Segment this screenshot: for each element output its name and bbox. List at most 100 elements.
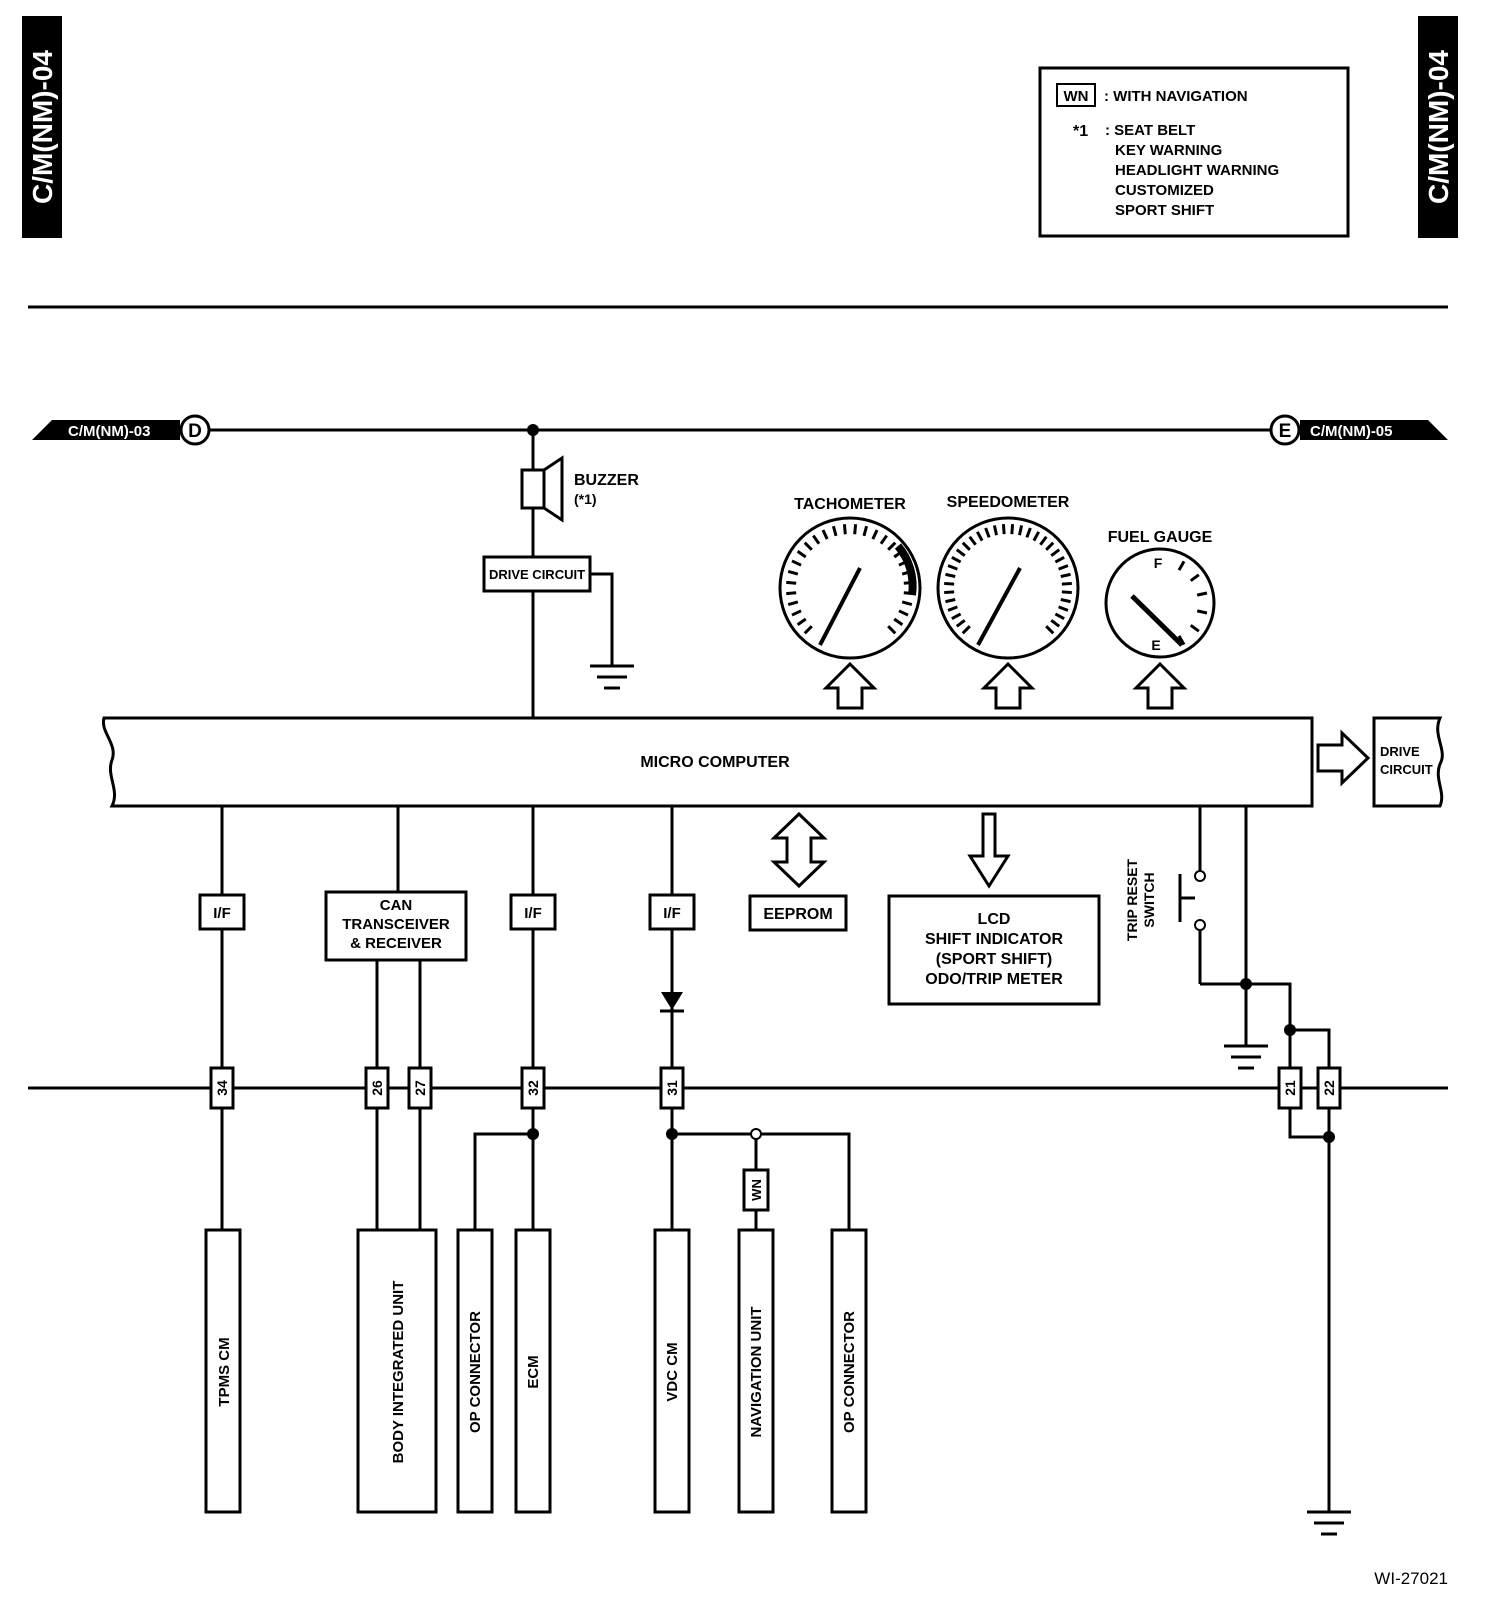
gauge-tick [944,590,955,595]
if-box-tpms [198,893,246,931]
page-code-right: C/M(NM)-04 [1423,50,1454,204]
micro-computer-label: MICRO COMPUTER [640,754,790,771]
buzzer-icon [520,455,564,523]
ref-left-code: C/M(NM)-03 [68,423,151,440]
legend-line-1: KEY WARNING [1115,142,1222,159]
fuel-full-label: F [1154,555,1163,571]
junction-gnd-b [1284,1024,1296,1036]
speed-arrow [980,661,1036,710]
unit-ecm-label: ECM [525,1355,542,1388]
gauge-tick [1177,560,1186,571]
gauge-tick [787,600,799,607]
gauge-tick [1054,556,1065,564]
lcd-line-0: LCD [978,911,1011,928]
lcd-line-2: (SPORT SHIFT) [936,951,1052,968]
gauge-tick [1058,564,1069,571]
legend-wn-tag: WN [1064,88,1089,105]
can-line-0: CAN [380,897,413,914]
tach-arrow [822,661,878,710]
trip-reset-line-0: TRIP RESET [1124,858,1140,941]
wn-marker-box [742,1168,770,1212]
junction-gnd-c [1323,1131,1335,1143]
unit-ecm-box [514,1228,552,1514]
gauge-tick [831,525,838,537]
gauge-tick [898,609,909,617]
fuel-gauge: FUEL GAUGE F E [1104,529,1216,659]
unit-vdc-label: VDC CM [664,1342,681,1401]
pin-body-a [364,1066,390,1110]
gauge-tick [1060,572,1071,578]
gauge-tick [955,619,966,628]
pin-tpms [209,1066,235,1110]
can-line-1: TRANSCEIVER [342,916,450,933]
pin-gnd-a-label: 21 [1282,1080,1298,1096]
gauge-tick [968,535,977,546]
gauge-tick [1045,541,1055,551]
gauge-tick [1039,535,1048,546]
drive-circuit-right-line-0: DRIVE [1380,744,1420,759]
page-code-left: C/M(NM)-04 [27,50,58,204]
gauge-tick [803,541,813,551]
ref-right: E C/M(NM)-05 [1269,414,1448,446]
page-tab-left: C/M(NM)-04 [22,16,62,238]
pin-body-b-label: 27 [412,1080,428,1096]
if-label-ecm: I/F [524,905,542,922]
unit-op1-box [456,1228,494,1514]
gauge-tick [1050,619,1061,628]
tachometer-gauge: TACHOMETER [778,496,922,660]
gauge-tick [812,534,821,545]
can-line-2: & RECEIVER [350,935,442,952]
gauge-tick [984,527,991,538]
fuel-gauge-label: FUEL GAUGE [1108,529,1213,546]
legend-star-tag: *1 [1073,123,1088,140]
can-box [324,890,468,962]
gauge-tick [945,572,956,578]
ground-icon [590,664,634,690]
ground-icon [1307,1510,1351,1536]
pin-gnd-b-label: 22 [1321,1080,1337,1096]
unit-body-label: BODY INTEGRATED UNIT [390,1281,407,1464]
gauge-tick [1018,525,1024,536]
junction-nav-open [750,1128,762,1140]
gauge-tick [791,559,802,567]
gauge-tick [1189,573,1200,582]
legend-box: WN : WITH NAVIGATION *1 : SEAT BELT KEY … [1038,66,1350,238]
gauge-tick [786,591,797,596]
gauge-tick [1196,591,1208,597]
ref-right-code: C/M(NM)-05 [1310,423,1393,440]
legend-line-0: : SEAT BELT [1105,122,1195,139]
drive-out-arrow [1316,729,1371,787]
pin-tpms-label: 34 [214,1080,230,1096]
gauge-tick [947,605,958,612]
lcd-line-3: ODO/TRIP METER [925,971,1063,988]
buzzer-label: BUZZER [574,472,639,489]
gauge-tick [951,612,962,620]
wn-marker-label: WN [749,1179,764,1201]
unit-nav-label: NAVIGATION UNIT [748,1306,765,1437]
pin-vdc-label: 31 [664,1080,680,1096]
unit-tpms-box [204,1228,242,1514]
unit-tpms-label: TPMS CM [216,1337,233,1406]
gauge-tick [1001,524,1006,535]
gauge-tick [947,564,958,571]
fuel-empty-label: E [1151,637,1160,653]
junction-vdc [666,1128,678,1140]
pin-ecm-label: 32 [525,1080,541,1096]
junction-ecm [527,1128,539,1140]
legend-line-4: SPORT SHIFT [1115,202,1214,219]
gauge-tick [796,617,807,626]
gauge-tick [1189,624,1200,633]
gauge-tick [1054,612,1065,620]
figure-id: WI-27021 [1374,1569,1448,1588]
gauge-tick [944,581,955,586]
tachometer-label: TACHOMETER [794,496,906,513]
gauge-tick [842,524,847,535]
pin-ecm [520,1066,546,1110]
junction-gnd-a [1240,978,1252,990]
legend-wn-text: : WITH NAVIGATION [1104,88,1248,105]
ground-icon [1224,1044,1268,1070]
drive-circuit-right-box [1372,716,1444,808]
gauge-tick [791,609,802,617]
gauge-tick [887,541,897,551]
